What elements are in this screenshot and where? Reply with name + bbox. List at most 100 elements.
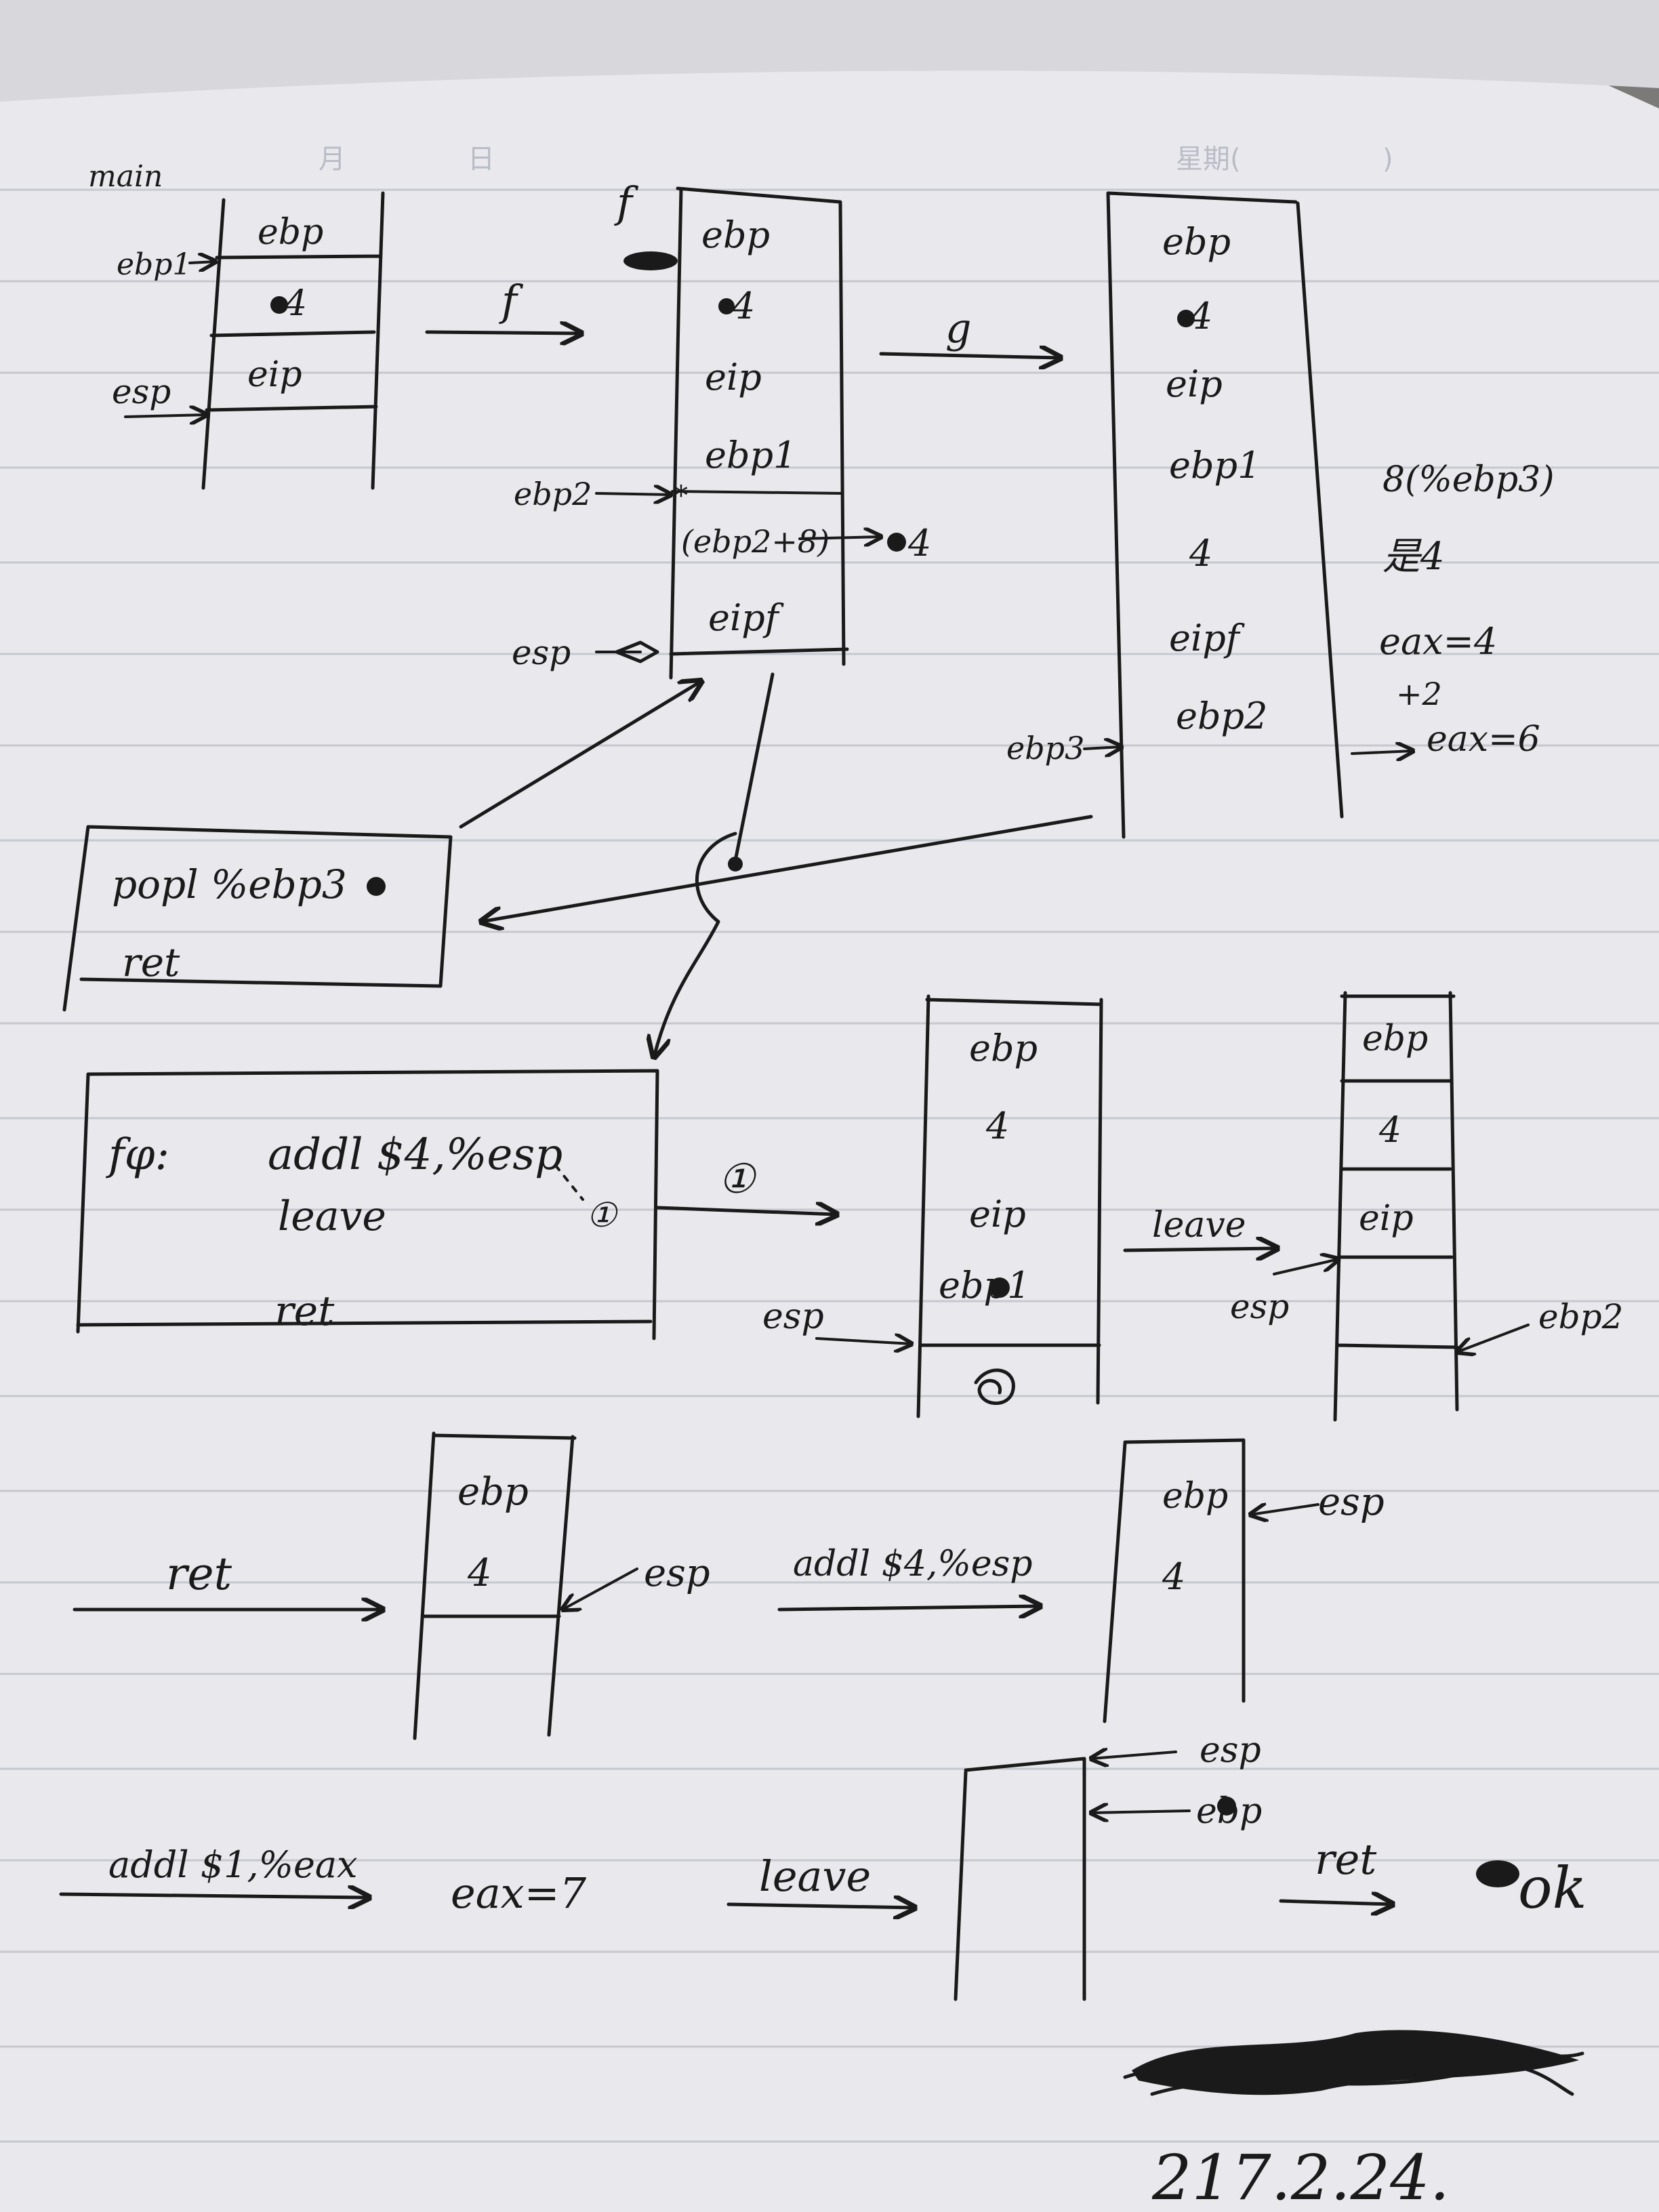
- s2-ebp-label: ebp2: [1538, 1297, 1623, 1336]
- header-day: 日: [468, 144, 495, 175]
- ink-blot: [718, 298, 735, 314]
- f-cell-4: 4: [731, 285, 755, 327]
- arrow-ret-2: ret: [1279, 1835, 1393, 1904]
- popl-ret-line: ret: [122, 939, 180, 985]
- f-phi-mark: ①: [586, 1195, 618, 1235]
- arrow-ret: ret: [73, 1548, 383, 1610]
- s2-cell-eip: eip: [1359, 1198, 1414, 1239]
- main-cell-ebp: ebp: [258, 212, 323, 253]
- main-cell-eip: eip: [247, 354, 302, 395]
- s1-cell-eip: eip: [969, 1193, 1026, 1235]
- main-label: main: [88, 159, 163, 194]
- ink-blot: [1177, 310, 1195, 327]
- crossing-arrow: [654, 672, 775, 1057]
- g-note-is-4: 是4: [1382, 535, 1445, 579]
- final-esp-label: esp: [1200, 1730, 1261, 1771]
- arrow-leave-2-label: leave: [759, 1851, 871, 1901]
- arrow-addl-4: addl $4,%esp: [777, 1544, 1040, 1610]
- eax-result: eax=7: [451, 1868, 587, 1918]
- ink-blot: [1476, 1860, 1519, 1887]
- s1-cell-4: 4: [985, 1105, 1009, 1147]
- ink-blot: [623, 251, 678, 270]
- arrow-g: g: [879, 305, 1061, 358]
- g-cell-4b: 4: [1189, 532, 1212, 575]
- f-cell-eip: eip: [705, 356, 762, 398]
- arrow-ret-2-label: ret: [1315, 1835, 1376, 1884]
- f-esp-label: esp: [512, 633, 571, 672]
- ink-blot: [270, 296, 288, 314]
- ok-text: ok: [1518, 1855, 1586, 1921]
- s1-cell-ebp: ebp: [969, 1027, 1038, 1069]
- f-phi-ret: ret: [274, 1288, 335, 1335]
- f-deref-value: 4: [907, 522, 931, 565]
- popl-code-box: popl %ebp3 ret: [62, 681, 1093, 1012]
- g-ebp-label: ebp3: [1006, 730, 1084, 766]
- arrow-addl-1-label: addl $1,%eax: [108, 1843, 358, 1886]
- paper-top-fold: [0, 0, 1659, 102]
- g-note-offset: 8(%ebp3): [1382, 459, 1555, 500]
- ruled-lines: [0, 188, 1659, 2143]
- header-weekday-close: ): [1382, 144, 1393, 175]
- s2-cell-ebp: ebp: [1362, 1019, 1428, 1059]
- s3-cell-4: 4: [467, 1551, 492, 1595]
- s1-cell-ebp1: ebp1: [939, 1264, 1030, 1307]
- f-phi-code-box: fφ: addl $4,%esp leave ret ①: [76, 1069, 659, 1340]
- ink-blot: [1217, 1797, 1236, 1816]
- g-cell-ebp: ebp: [1162, 220, 1231, 263]
- arrow-step-1: ①: [655, 1155, 837, 1214]
- g-cell-ebp1: ebp1: [1169, 444, 1261, 487]
- g-frame-stack: ebp 4 eip ebp1 4 eipf ebp2 ebp3 8(%ebp3)…: [1006, 191, 1555, 839]
- f-cell-ebp2-plus-8: (ebp2+8): [681, 523, 830, 560]
- stack-after-addl: ebp 4 esp: [1103, 1438, 1385, 1723]
- main-ebp-label: ebp1: [117, 247, 191, 282]
- final-stack: esp ebp: [954, 1730, 1262, 2001]
- f-star: *: [674, 480, 688, 512]
- stack-after-ret: ebp 4 esp: [413, 1431, 710, 1740]
- s4-cell-4: 4: [1162, 1555, 1185, 1598]
- ink-blot: [989, 1277, 1010, 1298]
- f-phi-leave: leave: [278, 1193, 386, 1240]
- stack-after-leave: ebp 4 eip esp ebp2: [1230, 991, 1623, 1422]
- header-weekday: 星期(: [1176, 144, 1241, 175]
- g-note-eax-4: eax=4: [1379, 620, 1497, 663]
- arrow-ret-label: ret: [166, 1548, 232, 1600]
- f-cell-ebp: ebp: [701, 213, 770, 256]
- arrow-leave-label: leave: [1152, 1205, 1246, 1246]
- ink-blot: [728, 857, 743, 872]
- f-frame-stack: f ebp 4 eip ebp1 * (ebp2+8) eipf ebp2 es…: [512, 178, 931, 680]
- f-phi-addl: addl $4,%esp: [268, 1130, 562, 1180]
- s3-esp-label: esp: [644, 1551, 710, 1595]
- arrow-step-1-label: ①: [718, 1155, 757, 1203]
- g-note-plus-2: +2: [1396, 676, 1442, 712]
- s2-esp-label: esp: [1230, 1287, 1289, 1326]
- s4-cell-ebp: ebp: [1162, 1476, 1228, 1517]
- f-cell-ebp1: ebp1: [705, 434, 796, 476]
- s1-esp-label: esp: [762, 1296, 824, 1337]
- scribbled-out-signature: [1123, 2030, 1584, 2096]
- header-month: 月: [319, 144, 346, 175]
- f-phi-prefix: fφ:: [106, 1130, 169, 1180]
- g-cell-eip: eip: [1166, 363, 1223, 405]
- arrow-leave: leave: [1123, 1205, 1277, 1250]
- ink-blot: [367, 877, 386, 896]
- popl-line: popl %ebp3: [112, 861, 347, 907]
- arrow-leave-2: leave: [726, 1851, 915, 1908]
- arrow-addl-1: addl $1,%eax: [59, 1843, 369, 1898]
- s4-esp-label: esp: [1318, 1480, 1385, 1524]
- g-note-eax-6: eax=6: [1427, 719, 1540, 760]
- g-cell-eipf: eipf: [1169, 617, 1245, 659]
- main-esp-label: esp: [112, 372, 171, 411]
- main-stack: main ebp 4 eip ebp1 esp: [88, 159, 385, 490]
- f-ebp-label: ebp2: [514, 476, 592, 512]
- stack-after-step-1: ebp 4 eip ebp1 esp: [762, 994, 1103, 1418]
- g-cell-ebp2: ebp2: [1176, 695, 1267, 737]
- ink-blot: [887, 533, 906, 552]
- s3-cell-ebp: ebp: [457, 1470, 529, 1514]
- date-text: 217.2.24.: [1151, 2142, 1450, 2212]
- f-cell-eipf: eipf: [708, 596, 784, 639]
- arrow-g-label: g: [945, 305, 971, 352]
- arrow-addl-4-label: addl $4,%esp: [793, 1544, 1033, 1584]
- s2-cell-4: 4: [1378, 1110, 1401, 1151]
